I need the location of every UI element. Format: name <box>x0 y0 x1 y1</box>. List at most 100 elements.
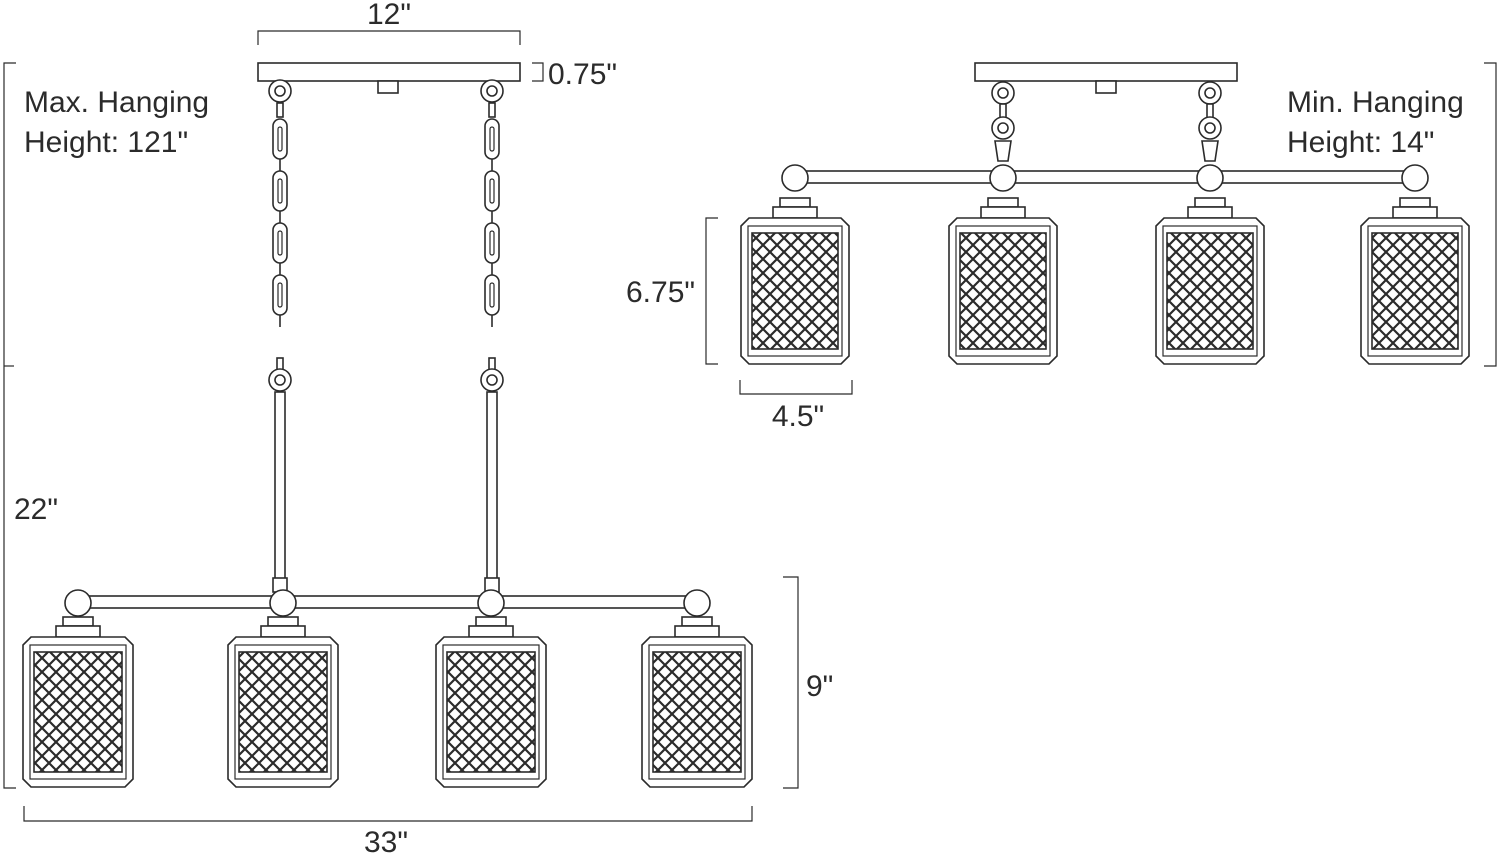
min-height-view: Min. Hanging Height: 14" 6.75" 4.5" <box>626 62 1497 433</box>
arm-finial-min <box>781 164 809 192</box>
arm-finial <box>64 589 92 617</box>
fixture-height-label: 9" <box>806 670 833 703</box>
overall-height-bracket <box>3 62 16 789</box>
chain-link <box>272 170 288 212</box>
shade-inner-panel <box>648 644 746 780</box>
chain-bottom-ring-inner <box>274 374 286 386</box>
short-chain-ring-2-inner <box>997 122 1009 134</box>
short-chain-ring-2-inner <box>1204 122 1216 134</box>
shade-inner-panel <box>747 225 843 357</box>
chain-link <box>484 170 500 212</box>
canopy <box>257 62 521 82</box>
arm-finial-min <box>1401 164 1429 192</box>
shade-inner-panel <box>1162 225 1258 357</box>
chain-link <box>484 274 500 316</box>
canopy-height-dimension: 0.75" <box>532 58 617 91</box>
chain-link-hole <box>277 178 283 204</box>
horizontal-arm <box>77 595 695 609</box>
chain-link-hole <box>277 126 283 152</box>
chain-bottom-ring-inner <box>486 374 498 386</box>
shade-socket-cap <box>62 616 94 627</box>
max-hanging-line-1: Max. Hanging <box>24 86 209 119</box>
shades-max-view <box>22 577 753 788</box>
short-chain-ring-inner <box>1204 87 1216 99</box>
max-hanging-height-label: Max. Hanging Height: 121" <box>24 86 217 159</box>
chain-link-hole <box>277 230 283 256</box>
chain-top-ring-inner <box>486 85 498 97</box>
arm-finial-min <box>989 164 1017 192</box>
shade-mesh <box>238 651 328 773</box>
chain-link-hole <box>489 230 495 256</box>
chain-link-hole <box>489 126 495 152</box>
chain-top-ring-inner <box>274 85 286 97</box>
overall-width-label: 33" <box>364 826 408 856</box>
chain-link <box>272 118 288 160</box>
shade-socket-band <box>1392 206 1438 219</box>
shade-socket-band <box>55 625 101 638</box>
short-chains <box>991 81 1222 162</box>
shade-socket-band <box>980 206 1026 219</box>
canopy-min <box>974 62 1238 82</box>
chain-link <box>272 274 288 316</box>
shade-inner-panel <box>29 644 127 780</box>
short-chain-ring-inner <box>997 87 1009 99</box>
shade-mesh <box>959 232 1047 350</box>
chain-link-hole <box>489 282 495 308</box>
body-height-label: 22" <box>14 493 58 526</box>
downrod-left <box>274 391 286 583</box>
shade-socket-band <box>1187 206 1233 219</box>
short-chain-swivel <box>1206 103 1214 119</box>
chain-link-hole <box>489 178 495 204</box>
horizontal-arm-min <box>793 170 1415 184</box>
arm-finial <box>477 589 505 617</box>
shade-mesh <box>751 232 839 350</box>
shade-mesh <box>33 651 123 773</box>
arm-finial-min <box>1196 164 1224 192</box>
shade-socket-cap <box>681 616 713 627</box>
chain-link <box>484 222 500 264</box>
min-hanging-line-1: Min. Hanging <box>1287 86 1464 119</box>
chain-top-swivel <box>276 102 284 118</box>
shade-width-dimension: 4.5" <box>739 380 853 433</box>
chain-link <box>484 118 500 160</box>
shade-height-label: 6.75" <box>626 276 695 309</box>
shade-height-dimension: 6.75" <box>626 217 718 365</box>
short-chain-collar <box>994 140 1012 162</box>
shade-inner-panel <box>442 644 540 780</box>
chain-link <box>272 222 288 264</box>
canopy-width-dimension: 12" <box>257 0 521 45</box>
shade-socket-cap <box>779 197 811 208</box>
shade-socket-cap <box>475 616 507 627</box>
canopy-mount-min <box>1095 80 1117 94</box>
shade-mesh <box>652 651 742 773</box>
min-hanging-height-label: Min. Hanging Height: 14" <box>1287 86 1472 159</box>
shade-mesh <box>1371 232 1459 350</box>
short-chain-collar <box>1201 140 1219 162</box>
chain-top-swivel <box>488 102 496 118</box>
canopy-mount <box>377 80 399 94</box>
shade-socket-band <box>468 625 514 638</box>
fixture-height-dimension: 9" <box>783 576 833 789</box>
canopy-width-label: 12" <box>367 0 411 31</box>
shade-inner-panel <box>1367 225 1463 357</box>
shade-socket-cap <box>987 197 1019 208</box>
short-chain-swivel <box>999 103 1007 119</box>
shade-mesh <box>446 651 536 773</box>
shade-width-label: 4.5" <box>772 400 824 433</box>
chain-left <box>268 79 292 392</box>
shade-inner-panel <box>234 644 332 780</box>
shade-socket-cap <box>1399 197 1431 208</box>
shades-min-view <box>740 164 1470 365</box>
shade-socket-band <box>674 625 720 638</box>
downrod-right <box>486 391 498 583</box>
overall-width-dimension: 33" <box>23 806 753 856</box>
shade-socket-band <box>260 625 306 638</box>
shade-mesh <box>1166 232 1254 350</box>
shade-socket-cap <box>1194 197 1226 208</box>
chain-right <box>480 79 504 392</box>
arm-finial <box>269 589 297 617</box>
max-height-view: 12" 0.75" Max. Hanging Height: 121" 22" <box>3 0 833 856</box>
shade-socket-cap <box>267 616 299 627</box>
arm-finial <box>683 589 711 617</box>
